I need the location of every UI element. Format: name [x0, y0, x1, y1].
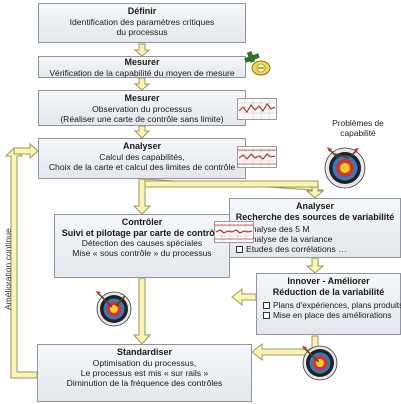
standardiser-line-1: Optimisation du processus,: [92, 357, 197, 368]
bullet-item: Analyse de la variance: [235, 234, 397, 244]
box-standardiser: Standardiser Optimisation du processus, …: [37, 344, 252, 402]
standardiser-title: Standardiser: [116, 347, 173, 357]
standardiser-line-3: Diminution de la fréquence des contrôles: [66, 377, 223, 388]
analyser2-bullets: Analyse des 5 M Analyse de la variance E…: [233, 224, 397, 255]
analyser-title: Analyser: [122, 141, 162, 151]
controler-title-1: Contrôler: [121, 217, 163, 227]
bullet-item: Etudes des corrélations …: [235, 244, 397, 254]
target-icon: [302, 345, 338, 381]
mesurer2-line-2: (Réaliser une carte de contrôle sans lim…: [60, 113, 224, 124]
box-analyser: Analyser Calcul des capabilités, Choix d…: [38, 138, 246, 179]
mesurer2-title: Mesurer: [124, 93, 160, 103]
problemes-line-1: Problèmes de: [332, 118, 384, 128]
box-controler: Contrôler Suivi et pilotage par carte de…: [54, 214, 230, 278]
analyser-line-1: Calcul des capabilités,: [99, 151, 185, 162]
arrow-innover-controler: [231, 287, 257, 307]
target-icon: [324, 147, 366, 189]
bullet-item: Plans d'expériences, plans produits: [262, 300, 401, 310]
bullet-item: Analyse des 5 M: [235, 224, 397, 234]
arrow-mesurer-mesurer: [133, 77, 151, 91]
arrow-mesurer-analyser: [133, 125, 151, 139]
target-icon: [96, 291, 132, 327]
box-innover: Innover - Améliorer Réduction de la vari…: [256, 273, 401, 335]
label-problemes-capabilite: Problèmes de capabilité: [318, 118, 398, 138]
control-chart-icon: [237, 98, 277, 120]
box-mesurer-capabilite: Mesurer Vérification de la capabilité du…: [38, 56, 246, 78]
arrow-amelioration-continue: [4, 147, 38, 379]
controler-line-2: Mise « sous contrôle » du processus: [72, 248, 212, 259]
innover-title-1: Innover - Améliorer: [287, 276, 370, 286]
definir-line-2: du processus: [116, 26, 168, 37]
controler-title-2: Suivi et pilotage par carte de contrôle: [61, 227, 223, 238]
bullet-item: Mise en place des améliorations: [262, 310, 397, 320]
definir-title: Définir: [127, 6, 157, 16]
caliper-icon: [244, 51, 271, 76]
arrow-analyser2-innover: [305, 257, 325, 274]
standardiser-line-2: Le processus est mis « sur rails »: [80, 367, 209, 378]
problemes-line-2: capabilité: [340, 128, 376, 138]
box-analyser-variabilite: Analyser Recherche des sources de variab…: [229, 198, 401, 258]
arrow-innover-standardiser: [251, 335, 319, 362]
controler-line-1: Détection des causes spéciales: [81, 238, 203, 248]
innover-bullets: Plans d'expériences, plans produits Mise…: [260, 300, 401, 320]
box-mesurer-observation: Mesurer Observation du processus (Réalis…: [38, 90, 246, 126]
mesurer1-line-1: Vérification de la capabilité du moyen d…: [49, 67, 235, 78]
control-chart-icon: [237, 146, 277, 168]
mesurer1-title: Mesurer: [124, 57, 160, 67]
arrow-loop-into-analyser: [13, 142, 39, 160]
arrow-controler-standardiser: [132, 277, 152, 345]
analyser2-title-1: Analyser: [295, 201, 335, 211]
arrow-definir-mesurer: [133, 43, 151, 57]
definir-line-1: Identification des paramètres critiques: [69, 16, 215, 27]
box-definir: Définir Identification des paramètres cr…: [38, 3, 246, 43]
analyser2-title-2: Recherche des sources de variabilité: [235, 211, 395, 222]
mesurer2-line-1: Observation du processus: [92, 103, 192, 114]
analyser-line-2: Choix de la carte et calcul des limites …: [48, 161, 236, 172]
label-amelioration-continue: Amélioration continue: [3, 228, 13, 310]
control-chart-icon: [214, 221, 254, 243]
innover-title-2: Réduction de la variabilité: [272, 286, 385, 297]
